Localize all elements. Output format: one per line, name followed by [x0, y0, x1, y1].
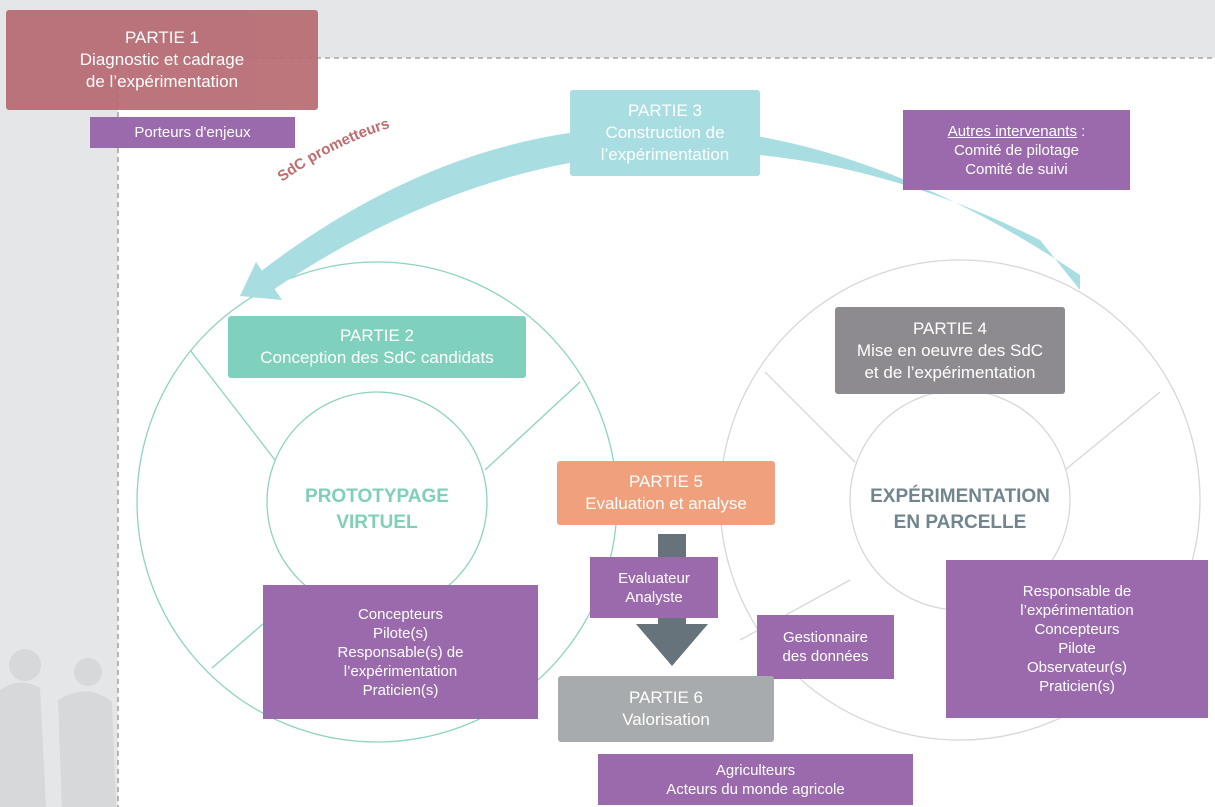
gestionnaire-box: Gestionnaire des données: [757, 615, 894, 679]
partie3-box: PARTIE 3 Construction de l’expérimentati…: [570, 90, 760, 176]
partie5-box: PARTIE 5 Evaluation et analyse: [557, 461, 775, 525]
evaluateur-line-1: Evaluateur: [618, 569, 690, 587]
experimentation-line-2: EN PARCELLE: [893, 512, 1027, 533]
partie5-line-1: Evaluation et analyse: [585, 494, 747, 513]
down-arrow-head: [636, 624, 708, 666]
autres-heading-row: Autres intervenants :: [948, 122, 1086, 141]
partie3-title: PARTIE 3: [627, 101, 702, 120]
partie1-line-2: de l’expérimentation: [85, 72, 239, 91]
gestionnaire-line-2: des données: [782, 648, 869, 665]
evaluateur-box: Evaluateur Analyste: [590, 557, 718, 618]
agriculteurs-line-1: Agriculteurs: [715, 761, 796, 779]
right-actor-6: Praticien(s): [1039, 678, 1115, 695]
prototypage-label: PROTOTYPAGE VIRTUEL: [267, 484, 487, 536]
partie6-box: PARTIE 6 Valorisation: [558, 676, 774, 742]
partie3-line-1: Construction de: [605, 123, 725, 142]
partie4-line-2: et de l’expérimentation: [864, 362, 1036, 382]
right-actor-4: Pilote: [1058, 640, 1096, 657]
left-actor-4: l’expérimentation: [343, 662, 458, 680]
gestionnaire-line-1: Gestionnaire: [782, 629, 869, 646]
autres-suffix: :: [1076, 122, 1086, 140]
left-actors-box: Concepteurs Pilote(s) Responsable(s) de …: [263, 585, 538, 719]
prototypage-line-1: PROTOTYPAGE: [305, 486, 449, 507]
right-actor-5: Observateur(s): [1026, 659, 1128, 676]
right-actors-box: Responsable de l’expérimentation Concept…: [946, 560, 1208, 718]
partie2-title: PARTIE 2: [339, 326, 414, 345]
partie3-line-2: l’expérimentation: [600, 145, 730, 164]
autres-intervenants-box: Autres intervenants : Comité de pilotage…: [903, 110, 1130, 190]
partie1-box: PARTIE 1 Diagnostic et cadrage de l’expé…: [6, 10, 318, 110]
partie6-line-1: Valorisation: [622, 710, 710, 729]
right-actor-3: Concepteurs: [1034, 621, 1120, 638]
arc-arrow: [260, 126, 1080, 292]
partie4-box: PARTIE 4 Mise en oeuvre des SdC et de l’…: [835, 307, 1065, 394]
left-actor-3: Responsable(s) de: [337, 643, 464, 661]
agriculteurs-box: Agriculteurs Acteurs du monde agricole: [598, 754, 913, 805]
partie6-title: PARTIE 6: [628, 688, 703, 707]
autres-heading: Autres intervenants: [947, 122, 1077, 140]
partie1-line-1: Diagnostic et cadrage: [79, 50, 245, 69]
left-actor-5: Praticien(s): [362, 681, 439, 699]
right-actor-1: Responsable de: [1022, 583, 1132, 600]
people-silhouette-icon: [0, 649, 116, 807]
experimentation-line-1: EXPÉRIMENTATION: [870, 486, 1050, 507]
partie4-line-1: Mise en oeuvre des SdC: [856, 340, 1044, 360]
experimentation-label: EXPÉRIMENTATION EN PARCELLE: [850, 484, 1070, 536]
autres-line-2: Comité de suivi: [965, 160, 1068, 178]
agriculteurs-line-2: Acteurs du monde agricole: [666, 780, 845, 798]
left-actor-2: Pilote(s): [372, 624, 428, 642]
partie2-box: PARTIE 2 Conception des SdC candidats: [228, 316, 526, 378]
partie1-title: PARTIE 1: [124, 28, 199, 47]
partie4-title: PARTIE 4: [912, 318, 987, 338]
evaluateur-line-2: Analyste: [625, 588, 683, 606]
left-actor-1: Concepteurs: [357, 605, 444, 623]
porteurs-label: Porteurs d'enjeux: [134, 124, 251, 141]
arc-arrow-left-head: [240, 262, 282, 300]
prototypage-line-2: VIRTUEL: [336, 512, 418, 533]
right-actor-2: l’expérimentation: [1020, 602, 1134, 619]
porteurs-box: Porteurs d'enjeux: [90, 117, 295, 148]
partie5-title: PARTIE 5: [628, 472, 703, 491]
autres-line-1: Comité de pilotage: [953, 141, 1080, 159]
partie2-line-1: Conception des SdC candidats: [260, 348, 494, 367]
